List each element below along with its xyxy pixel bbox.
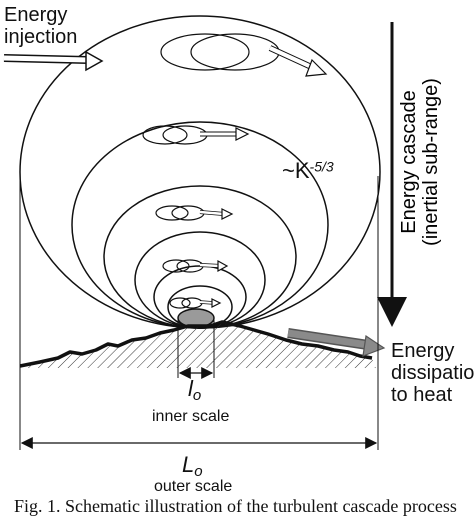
swirl-large <box>160 33 328 77</box>
swirl-3 <box>155 205 234 221</box>
dissipation-arrow <box>287 328 386 357</box>
energy-injection-label: Energy injection <box>4 4 78 48</box>
swirls <box>142 33 328 309</box>
extension-lines <box>19 176 379 450</box>
swirl-4 <box>162 259 229 273</box>
injection-arrow <box>3 50 104 72</box>
outer-scale-symbol: Lo <box>182 452 203 481</box>
swirl-2 <box>142 125 250 145</box>
inner-scale-symbol: lo <box>188 376 202 405</box>
energy-cascade-label: Energy cascade (inertial sub-range) <box>398 78 442 246</box>
dissipation-surface <box>20 322 376 368</box>
outer-scale-caption: outer scale <box>154 478 233 495</box>
figure-caption: Fig. 1. Schematic illustration of the tu… <box>14 496 457 516</box>
eddy-2 <box>71 121 329 329</box>
swirl-5 <box>169 297 222 309</box>
kolmogorov-spectrum-label: ~K-5/3 <box>282 158 334 183</box>
inner-scale-caption: inner scale <box>152 408 230 425</box>
dissipation-label: Energy dissipation to heat <box>391 340 474 406</box>
surface-line <box>19 320 373 368</box>
